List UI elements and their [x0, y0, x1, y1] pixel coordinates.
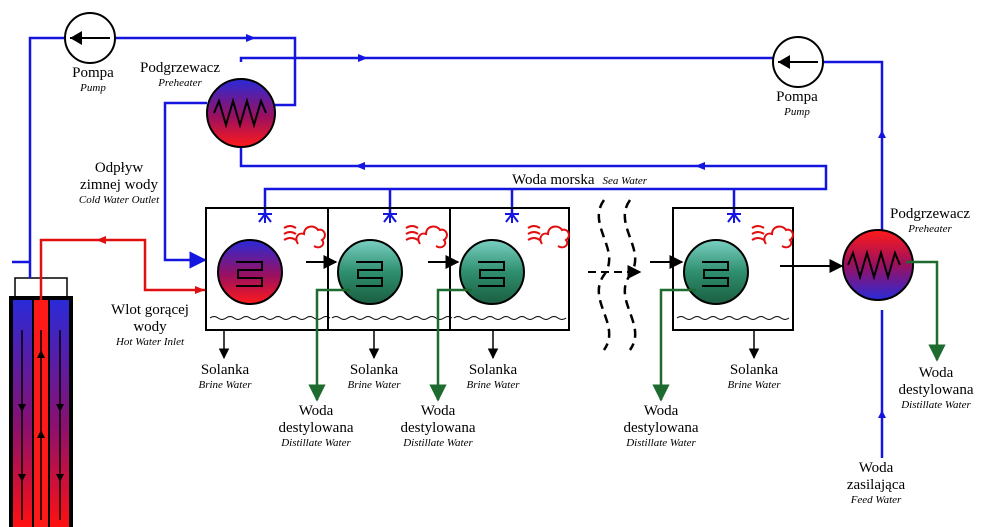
- steam-icon: [283, 225, 794, 249]
- well: [9, 277, 73, 527]
- hot-inlet-label-pl1: Wlot gorącej: [111, 302, 189, 318]
- distillate-lines: [308, 260, 946, 402]
- pump-right-label: Pompa Pump: [768, 89, 826, 118]
- preheater-top-label: Podgrzewacz Preheater: [130, 60, 230, 89]
- brine-outlets: [218, 330, 760, 360]
- pump-right-icon: [772, 36, 824, 88]
- hot-inlet-label: Wlot gorącej wody Hot Water Inlet: [100, 302, 200, 348]
- cold-outlet-label-pl2: zimnej wody: [80, 176, 158, 193]
- sea-water-label: Woda morska Sea Water: [512, 171, 682, 189]
- brine-label-2: Solanka Brine Water: [339, 362, 409, 391]
- pump-left-label: Pompa Pump: [64, 65, 122, 94]
- distillate-label-1-pl1: Woda: [298, 403, 334, 419]
- heat-exchanger-icon: [217, 239, 749, 305]
- distillate-label-3-pl2: destylowana: [623, 419, 699, 436]
- distillate-label-2-en: Distillate Water: [403, 436, 473, 449]
- preheater-right-label: Podgrzewacz Preheater: [880, 206, 980, 235]
- distillate-label-2: Woda destylowana Distillate Water: [390, 403, 486, 449]
- pump-left-label-en: Pump: [80, 81, 106, 94]
- distillate-label-1-pl2: destylowana: [278, 419, 354, 436]
- sea-water-label-en: Sea Water: [602, 175, 648, 187]
- distillate-label-right-pl2: destylowana: [898, 381, 974, 398]
- feed-water-label: Woda zasilająca Feed Water: [826, 460, 926, 506]
- hot-inlet-label-en: Hot Water Inlet: [115, 335, 185, 348]
- preheater-top-icon: [206, 78, 276, 148]
- brine-level-lines: [209, 316, 790, 320]
- brine-label-1-pl: Solanka: [200, 362, 250, 378]
- evaporator-block: [205, 207, 794, 331]
- pump-right-label-en: Pump: [784, 105, 810, 118]
- preheater-right-label-pl: Podgrzewacz: [890, 206, 970, 222]
- distillate-label-3-en: Distillate Water: [626, 436, 696, 449]
- break-symbol: [597, 199, 637, 351]
- cold-outlet-label-en: Cold Water Outlet: [78, 193, 160, 206]
- cold-outlet-label: Odpływ zimnej wody Cold Water Outlet: [72, 160, 166, 206]
- brine-label-3-pl: Solanka: [468, 362, 518, 378]
- pump-left-icon: [64, 12, 116, 64]
- distillate-label-right-en: Distillate Water: [901, 398, 971, 411]
- spray-nozzle-icon: [258, 213, 741, 223]
- distillate-label-3-pl1: Woda: [643, 403, 679, 419]
- feed-water-label-pl2: zasilająca: [846, 476, 906, 493]
- cold-flow-arrows: [246, 34, 886, 418]
- distillate-label-right-pl1: Woda: [918, 365, 954, 381]
- hot-water-line: [39, 236, 205, 300]
- feed-water-label-en: Feed Water: [850, 493, 902, 506]
- brine-label-4-pl: Solanka: [729, 362, 779, 378]
- pump-right-label-pl: Pompa: [776, 89, 818, 105]
- brine-label-3: Solanka Brine Water: [458, 362, 528, 391]
- brine-label-3-en: Brine Water: [466, 378, 520, 391]
- brine-label-2-pl: Solanka: [349, 362, 399, 378]
- distillate-label-1-en: Distillate Water: [281, 436, 351, 449]
- pump-left-label-pl: Pompa: [72, 65, 114, 81]
- distillate-label-2-pl2: destylowana: [400, 419, 476, 436]
- distillate-label-3: Woda destylowana Distillate Water: [613, 403, 709, 449]
- preheater-right-icon: [842, 229, 914, 301]
- preheater-right-label-en: Preheater: [908, 222, 952, 235]
- preheater-top-label-pl: Podgrzewacz: [140, 60, 220, 76]
- preheater-top-label-en: Preheater: [158, 76, 202, 89]
- brine-label-1: Solanka Brine Water: [190, 362, 260, 391]
- hot-inlet-label-pl2: wody: [133, 318, 167, 335]
- brine-label-1-en: Brine Water: [198, 378, 252, 391]
- feed-water-label-pl1: Woda: [858, 460, 894, 476]
- cold-water-lines: [12, 36, 884, 458]
- sea-water-label-pl: Woda morska: [512, 172, 595, 188]
- distillate-label-right: Woda destylowana Distillate Water: [888, 365, 981, 411]
- distillate-label-1: Woda destylowana Distillate Water: [268, 403, 364, 449]
- distillate-label-2-pl1: Woda: [420, 403, 456, 419]
- brine-label-4-en: Brine Water: [727, 378, 781, 391]
- brine-label-2-en: Brine Water: [347, 378, 401, 391]
- brine-label-4: Solanka Brine Water: [719, 362, 789, 391]
- cold-outlet-label-pl1: Odpływ: [94, 160, 144, 176]
